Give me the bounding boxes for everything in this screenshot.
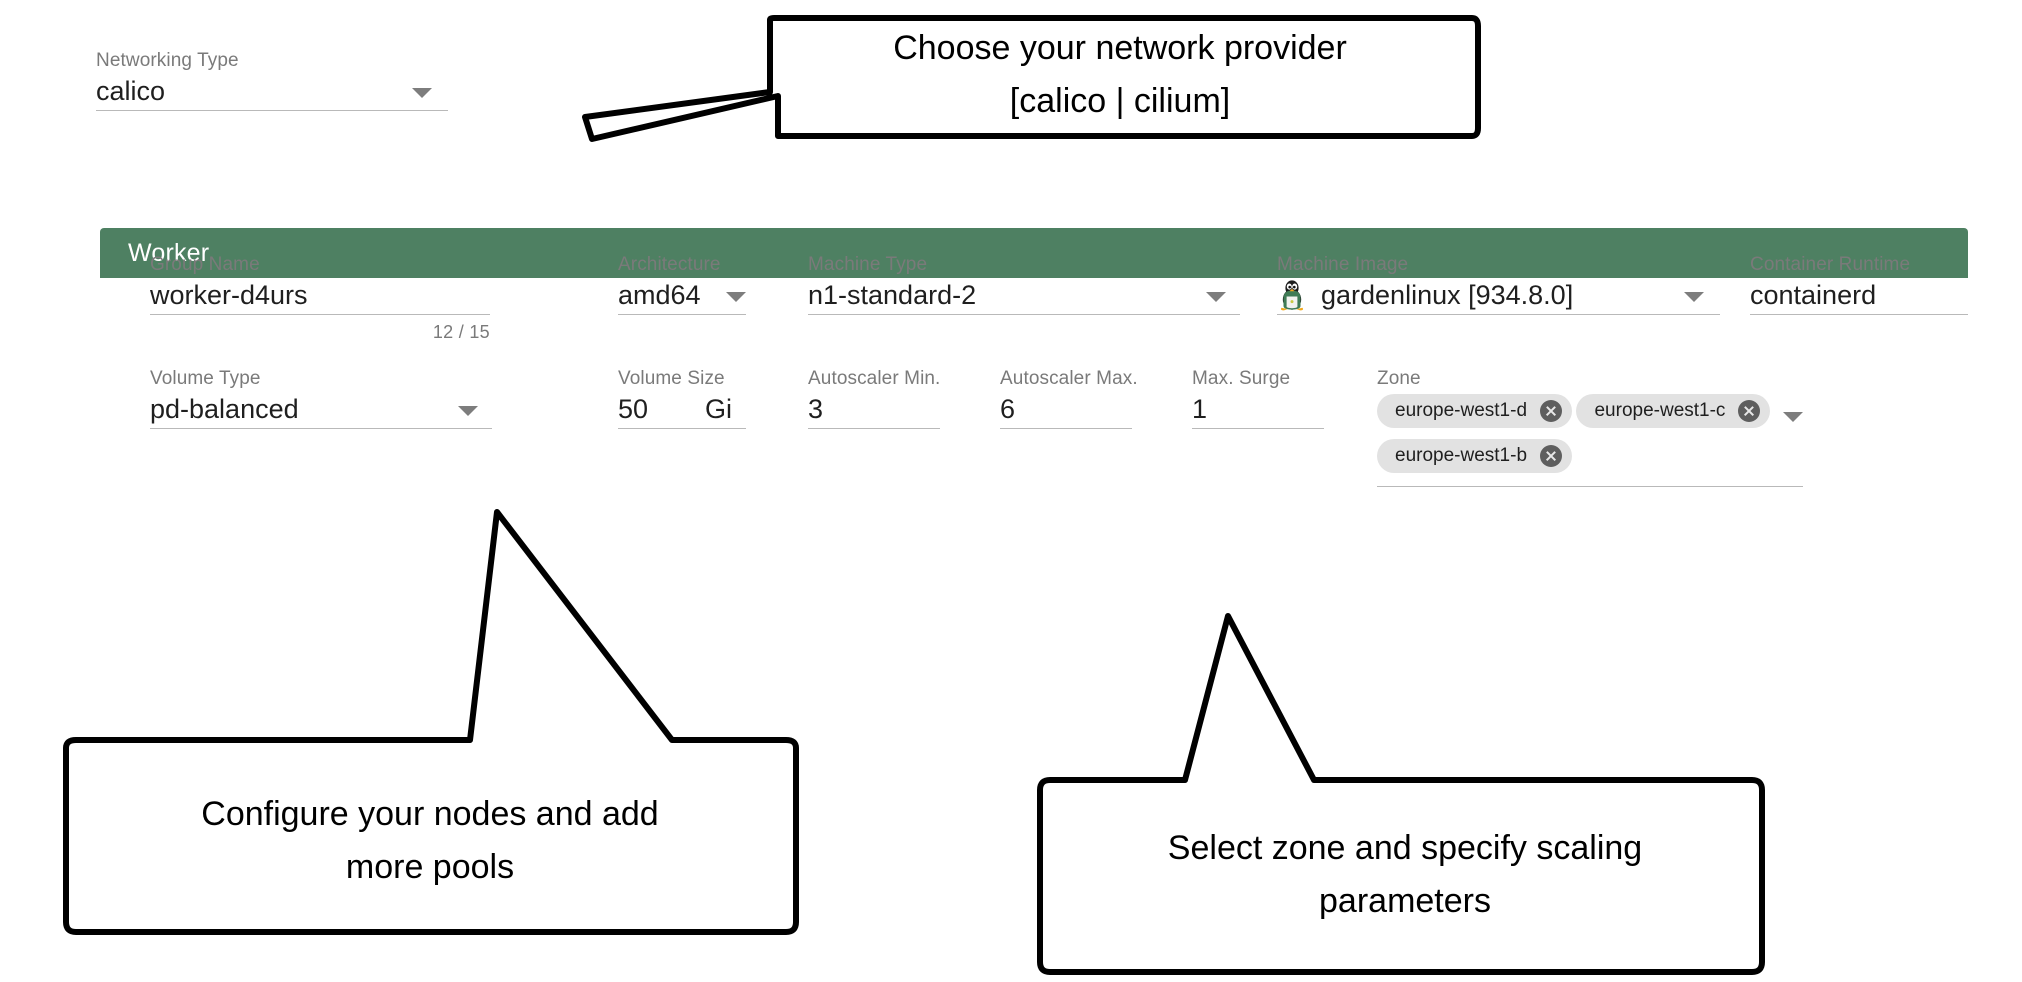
chevron-down-icon[interactable] (412, 88, 432, 98)
callout-network-text: Choose your network provider [calico | c… (770, 22, 1470, 128)
callout-network-line2: [calico | cilium] (1009, 82, 1231, 120)
callout-zone-text: Select zone and specify scaling paramete… (1040, 822, 1770, 928)
group-name-label: Group Name (150, 254, 260, 275)
volume-type-label: Volume Type (150, 368, 261, 389)
field-underline (1377, 486, 1803, 487)
group-name-value: worker-d4urs (150, 280, 308, 310)
field-underline (1750, 314, 1968, 315)
volume-size-value: 50 (618, 394, 649, 424)
networking-type-value: calico (96, 76, 166, 106)
close-icon[interactable] (1540, 445, 1563, 467)
container-runtime-value: containerd (1750, 280, 1877, 310)
callout-nodes-line2: more pools (345, 848, 515, 886)
field-underline (96, 110, 448, 111)
machine-image-select[interactable]: Machine Image gardenlinux [934.8.0] (1277, 254, 1720, 315)
architecture-select[interactable]: Architecture amd64 (618, 254, 746, 315)
networking-type-label: Networking Type (96, 50, 239, 71)
worker-section-header: Worker (100, 228, 1968, 278)
machine-type-label: Machine Type (808, 254, 928, 275)
callout-network-line1: Choose your network provider (893, 29, 1347, 67)
machine-image-value: gardenlinux [934.8.0] (1321, 280, 1574, 310)
group-name-char-counter: 12 / 15 (432, 322, 490, 342)
callout-nodes-line1: Configure your nodes and add (201, 795, 659, 833)
max-surge-field[interactable]: Max. Surge 1 (1192, 368, 1324, 429)
volume-size-label: Volume Size (618, 368, 725, 389)
zone-chip-label: europe-west1-d (1395, 400, 1528, 421)
architecture-value: amd64 (618, 280, 701, 310)
field-underline (618, 428, 746, 429)
max-surge-value: 1 (1192, 394, 1208, 424)
architecture-label: Architecture (618, 254, 721, 275)
worker-section-title: Worker (128, 238, 210, 267)
field-underline (1000, 428, 1132, 429)
volume-type-value: pd-balanced (150, 394, 299, 424)
volume-size-field[interactable]: Volume Size 50 Gi (618, 368, 746, 429)
zone-chip-list: europe-west1-d europe-west1-c europe-wes… (1377, 394, 1803, 484)
zone-chip[interactable]: europe-west1-b (1377, 439, 1573, 473)
field-underline (150, 314, 490, 315)
autoscaler-min-value: 3 (808, 394, 824, 424)
chevron-down-icon[interactable] (1206, 292, 1226, 302)
field-underline (808, 428, 940, 429)
max-surge-label: Max. Surge (1192, 368, 1291, 389)
callout-zone-line1: Select zone and specify scaling (1167, 829, 1643, 867)
field-underline (618, 314, 746, 315)
autoscaler-max-value: 6 (1000, 394, 1016, 424)
penguin-icon (1280, 280, 1304, 311)
callout-nodes-text: Configure your nodes and add more pools (70, 788, 790, 894)
autoscaler-max-label: Autoscaler Max. (1000, 368, 1138, 389)
volume-type-select[interactable]: Volume Type pd-balanced (150, 368, 492, 429)
chevron-down-icon[interactable] (1684, 292, 1704, 302)
zone-multiselect[interactable]: Zone europe-west1-d europe-west1-c europ… (1377, 368, 1803, 487)
zone-label: Zone (1377, 368, 1421, 389)
chevron-down-icon[interactable] (726, 292, 746, 302)
field-underline (808, 314, 1240, 315)
zone-chip-label: europe-west1-b (1395, 445, 1528, 466)
callout-zone-line2: parameters (1319, 882, 1491, 920)
volume-size-unit: Gi (705, 394, 732, 424)
field-underline (1277, 314, 1720, 315)
machine-image-label: Machine Image (1277, 254, 1409, 275)
autoscaler-max-field[interactable]: Autoscaler Max. 6 (1000, 368, 1138, 429)
close-icon[interactable] (1540, 400, 1563, 422)
autoscaler-min-field[interactable]: Autoscaler Min. 3 (808, 368, 940, 429)
autoscaler-min-label: Autoscaler Min. (808, 368, 941, 389)
networking-type-select[interactable]: Networking Type calico (96, 50, 448, 111)
zone-chip-label: europe-west1-c (1594, 400, 1726, 421)
field-underline (1192, 428, 1324, 429)
zone-chip[interactable]: europe-west1-d (1377, 394, 1573, 428)
field-underline (150, 428, 492, 429)
container-runtime-field[interactable]: Container Runtime containerd (1750, 254, 1968, 315)
close-icon[interactable] (1738, 400, 1761, 422)
chevron-down-icon[interactable] (1783, 412, 1803, 422)
machine-type-select[interactable]: Machine Type n1-standard-2 (808, 254, 1240, 315)
zone-chip[interactable]: europe-west1-c (1576, 394, 1771, 428)
chevron-down-icon[interactable] (458, 406, 478, 416)
machine-type-value: n1-standard-2 (808, 280, 977, 310)
group-name-field[interactable]: Group Name worker-d4urs 12 / 15 (150, 254, 490, 343)
container-runtime-label: Container Runtime (1750, 254, 1911, 275)
